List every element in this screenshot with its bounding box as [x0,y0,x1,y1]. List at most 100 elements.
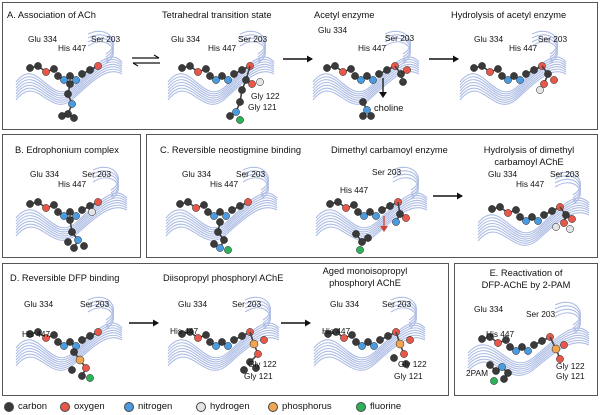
d1-his-label: His 447 [22,329,51,339]
molecule-d1 [15,296,123,382]
a4-glu-label: Glu 334 [474,34,504,44]
legend-item-carbon: carbon [4,398,47,415]
c2-ser-label: Ser 203 [372,167,402,177]
arrow-d2-d3-icon [281,319,311,327]
legend-item-hydrogen: hydrogen [196,398,250,415]
a2-ser-label: Ser 203 [238,34,268,44]
e-gly121-label: Gly 121 [556,371,585,381]
d2-gly121-label: Gly 121 [244,371,273,381]
b-his-label: His 447 [58,179,87,189]
panel-c-title: C. Reversible neostigmine binding [160,145,302,155]
panel-d-state2-label: Diisopropyl phosphoryl AChE [163,273,284,283]
panel-d-title: D. Reversible DFP binding [10,273,120,283]
nitrogen-swatch-icon [124,401,134,412]
d2-his-label: His 447 [170,326,199,336]
a3-ser-label: Ser 203 [385,33,415,43]
a3-choline-label: choline [374,103,404,113]
legend-label: oxygen [74,401,105,412]
oxygen-swatch-icon [60,401,70,412]
a1-ser-label: Ser 203 [91,34,121,44]
b-glu-label: Glu 334 [30,169,60,179]
d3-his-label: His 447 [322,326,351,336]
panel-c [146,134,598,258]
panel-d [2,263,449,396]
c2-his-label: His 447 [340,185,369,195]
a2-glu-label: Glu 334 [171,34,201,44]
panel-a-state4-label: Hydrolysis of acetyl enzyme [451,10,567,20]
d1-ser-label: Ser 203 [80,299,110,309]
d3-gly121-label: Gly 121 [394,371,423,381]
d3-ser-label: Ser 203 [382,299,412,309]
legend-label: fluorine [370,401,402,412]
carbon-swatch-icon [4,401,14,412]
molecule-a2 [167,30,275,124]
arrow-d1-d2-icon [129,319,159,327]
d1-glu-label: Glu 334 [24,299,54,309]
molecule-c1 [165,166,278,254]
equilibrium-arrow-icon [132,54,160,67]
molecule-d2 [167,296,280,374]
panel-a-state2-label: Tetrahedral transition state [162,10,272,20]
d2-gly122-label: Gly 122 [248,359,277,369]
panel-b-title: B. Edrophonium complex [15,145,119,155]
legend-item-oxygen: oxygen [60,398,105,415]
e-2pam-label: 2PAM [466,368,488,378]
legend-item-phosphorus: phosphorus [268,398,332,415]
d2-ser-label: Ser 203 [232,299,262,309]
a2-gly122-label: Gly 122 [251,91,280,101]
panel-c-state2-label: Dimethyl carbamoyl enzyme [331,145,448,155]
phosphorus-swatch-icon [268,401,278,412]
legend-label: hydrogen [210,401,250,412]
legend-item-fluorine: fluorine [356,398,401,415]
panel-d-state3-label-line1: Aged monoisopropyl [322,266,408,276]
molecule-c2 [315,166,428,254]
arrow-a2-a3-icon [283,55,313,63]
c3-ser-label: Ser 203 [550,169,580,179]
a3-his-label: His 447 [358,43,387,53]
panel-a [2,2,598,130]
panel-e-title-line1: E. Reactivation of [489,268,563,278]
a3-glu-label: Glu 334 [318,25,348,35]
a1-glu-label: Glu 334 [28,34,58,44]
panel-a-title: A. Association of ACh [7,10,96,20]
panel-e [454,263,598,396]
molecule-e [467,301,590,385]
d3-glu-label: Glu 334 [330,299,360,309]
e-gly122-label: Gly 122 [556,361,585,371]
arrow-c2-c3-icon [433,192,463,200]
e-ser-label: Ser 203 [526,309,556,319]
molecule-d3 [313,296,426,371]
arrow-a3-a4-icon [429,55,459,63]
legend-label: nitrogen [138,401,173,412]
a4-his-label: His 447 [509,43,538,53]
c3-glu-label: Glu 334 [488,169,518,179]
molecule-b [15,166,128,252]
molecule-a3 [312,30,420,120]
c1-glu-label: Glu 334 [182,169,212,179]
b-ser-label: Ser 203 [82,169,112,179]
e-glu-label: Glu 334 [474,304,504,314]
a1-his-label: His 447 [58,43,87,53]
panel-d-state3-label-line2: phosphoryl AChE [329,278,401,288]
molecule-a1 [15,30,123,122]
a2-gly121-label: Gly 121 [248,102,277,112]
fluorine-swatch-icon [356,401,366,412]
panel-a-state3-label: Acetyl enzyme [314,10,375,20]
d3-gly122-label: Gly 122 [398,359,427,369]
c1-his-label: His 447 [210,179,239,189]
atom-legend: carbon oxygen nitrogen hydrogen phosphorus fl… [0,398,600,415]
legend-label: phosphorus [282,401,332,412]
c3-his-label: His 447 [516,179,545,189]
c1-ser-label: Ser 203 [236,169,266,179]
a4-ser-label: Ser 203 [538,34,568,44]
a2-his-label: His 447 [208,43,237,53]
molecule-c3 [477,171,590,246]
legend-item-nitrogen: nitrogen [124,398,172,415]
panel-b [2,134,141,258]
panel-c-state3-label-line2: carbamoyl AChE [494,157,564,167]
d2-glu-label: Glu 334 [178,299,208,309]
molecule-a4 [459,30,567,105]
panel-c-state3-label-line1: Hydrolysis of dimethyl [483,145,575,155]
legend-label: carbon [18,401,48,412]
panel-e-title-line2: DFP-AChE by 2-PAM [481,280,571,290]
